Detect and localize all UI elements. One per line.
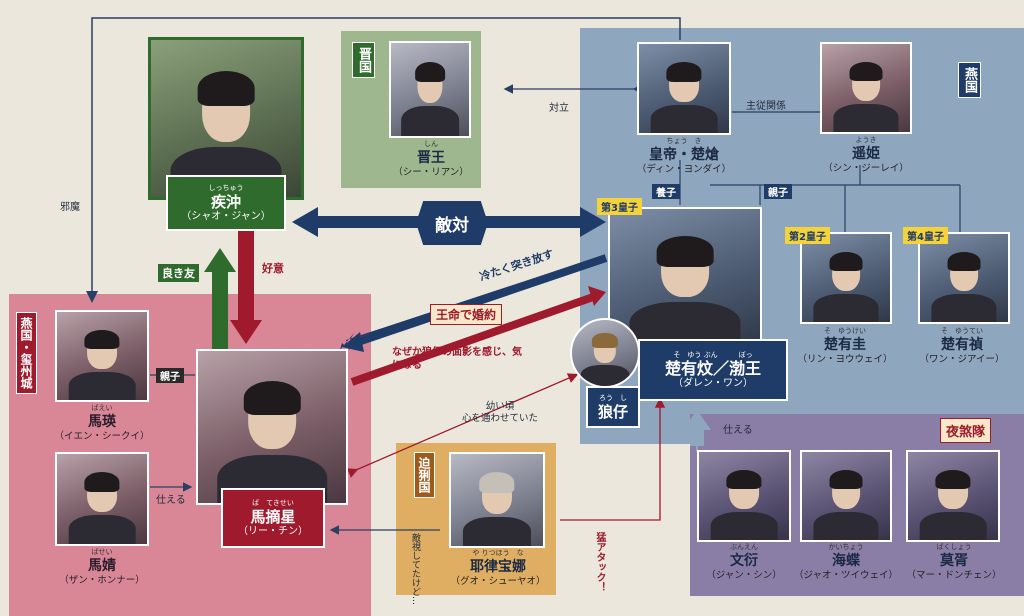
relation-tekishi: 敵視してたけど… <box>410 533 420 605</box>
mo-xu-caption: ばくしょう 莫胥 （マー・ドンチェン） <box>906 543 1002 581</box>
mo-xu-portrait <box>906 450 1000 542</box>
emperor-caption: ちょう き 皇帝・楚熗 （ディン・ヨンダイ） <box>636 137 732 175</box>
relation-omei: 王命で婚約 <box>430 304 503 325</box>
ma-ying-portrait <box>55 310 149 402</box>
yelu-caption: や りつほう な 耶律宝娜 （グオ・シューヤオ） <box>450 549 546 587</box>
relation-osanai: 幼い頃 心を通わせていた <box>461 401 538 424</box>
yesha-squad-label: 夜煞隊 <box>940 418 992 443</box>
ji-chong-actor: （シャオ・ジャン） <box>181 210 271 222</box>
prince2-tag: 第2皇子 <box>785 227 830 244</box>
relation-nazeka: なぜか狼仔の面影を感じ、気になる <box>392 347 522 371</box>
chu-xun-portrait <box>608 207 762 347</box>
prince4-tag: 第4皇子 <box>903 227 948 244</box>
chu-you-gui-caption: そ ゆうけい 楚有圭 （リン・ヨウウェイ） <box>797 327 893 365</box>
ji-chong-ruby: しっちゅう <box>208 183 244 192</box>
yelu-portrait <box>449 452 545 548</box>
wen-yan-portrait <box>697 450 791 542</box>
relation-jama: 邪魔 <box>60 202 80 213</box>
lang-zai-namebox: ろう し 狼仔 <box>586 386 640 428</box>
chu-you-zhen-portrait <box>918 232 1010 324</box>
relation-yoki-tomo: 良き友 <box>158 264 199 282</box>
ji-chong-name: 疾沖 <box>210 192 241 211</box>
hai-die-portrait <box>800 450 892 542</box>
jin-wang-caption: しん 晋王 （シー・リアン） <box>393 140 469 178</box>
ma-zhaixing-namebox: ば てきせい 馬摘星 （リー・チン） <box>221 488 325 548</box>
jin-kingdom-label: 晋国 <box>352 42 375 78</box>
lang-zai-portrait <box>570 318 640 388</box>
relation-mou-attack: 猛アタック！ <box>594 532 605 592</box>
relation-tsukaeru-ma: 仕える <box>156 495 186 506</box>
ji-chong-namebox: しっちゅう 疾沖 （シャオ・ジャン） <box>166 175 286 231</box>
relation-tsukaeru-yesha: 仕える <box>723 425 753 436</box>
relation-yoshi: 養子 <box>652 184 680 199</box>
jin-wang-portrait <box>389 41 471 138</box>
ma-ying-caption: ばえい 馬瑛 （イエン・シークイ） <box>54 404 150 442</box>
relation-koui: 好意 <box>262 262 284 275</box>
chu-xun-namebox: そ ゆう ぶん ぼっ 楚有炆／渤王 （ダレン・ワン） <box>638 339 788 401</box>
relation-shujukankei: 主従関係 <box>746 101 786 112</box>
yeli-kingdom-label: 迫猁国 <box>414 452 435 498</box>
chu-you-gui-portrait <box>800 232 892 324</box>
prince3-tag: 第3皇子 <box>597 198 642 215</box>
emperor-portrait <box>637 42 731 135</box>
ma-household-label: 燕国・玺州城 <box>16 312 37 394</box>
yan-kingdom-label: 燕国 <box>958 62 981 98</box>
relation-shinshi-ma: 親子 <box>156 368 184 383</box>
ji-chong-portrait <box>148 37 304 200</box>
yao-ji-portrait <box>820 42 912 134</box>
ma-zhaixing-portrait <box>196 349 348 505</box>
relation-tairitsu: 対立 <box>549 103 569 114</box>
chu-you-zhen-caption: そ ゆうてい 楚有禎 （ワン・ジアイー） <box>919 327 1005 365</box>
relation-shinshi-top: 親子 <box>764 184 792 199</box>
ma-jing-portrait <box>55 452 149 546</box>
hai-die-caption: かいちょう 海蝶 （ジャオ・ツイウェイ） <box>793 543 899 581</box>
relation-tekitai: 敵対 <box>416 201 488 245</box>
ma-jing-caption: ばせい 馬婧 （ザン・ホンナー） <box>59 548 145 586</box>
wen-yan-caption: ぶんえん 文衍 （ジャン・シン） <box>706 543 782 581</box>
yao-ji-caption: ようき 遥姫 （シン・ジーレイ） <box>823 136 909 174</box>
